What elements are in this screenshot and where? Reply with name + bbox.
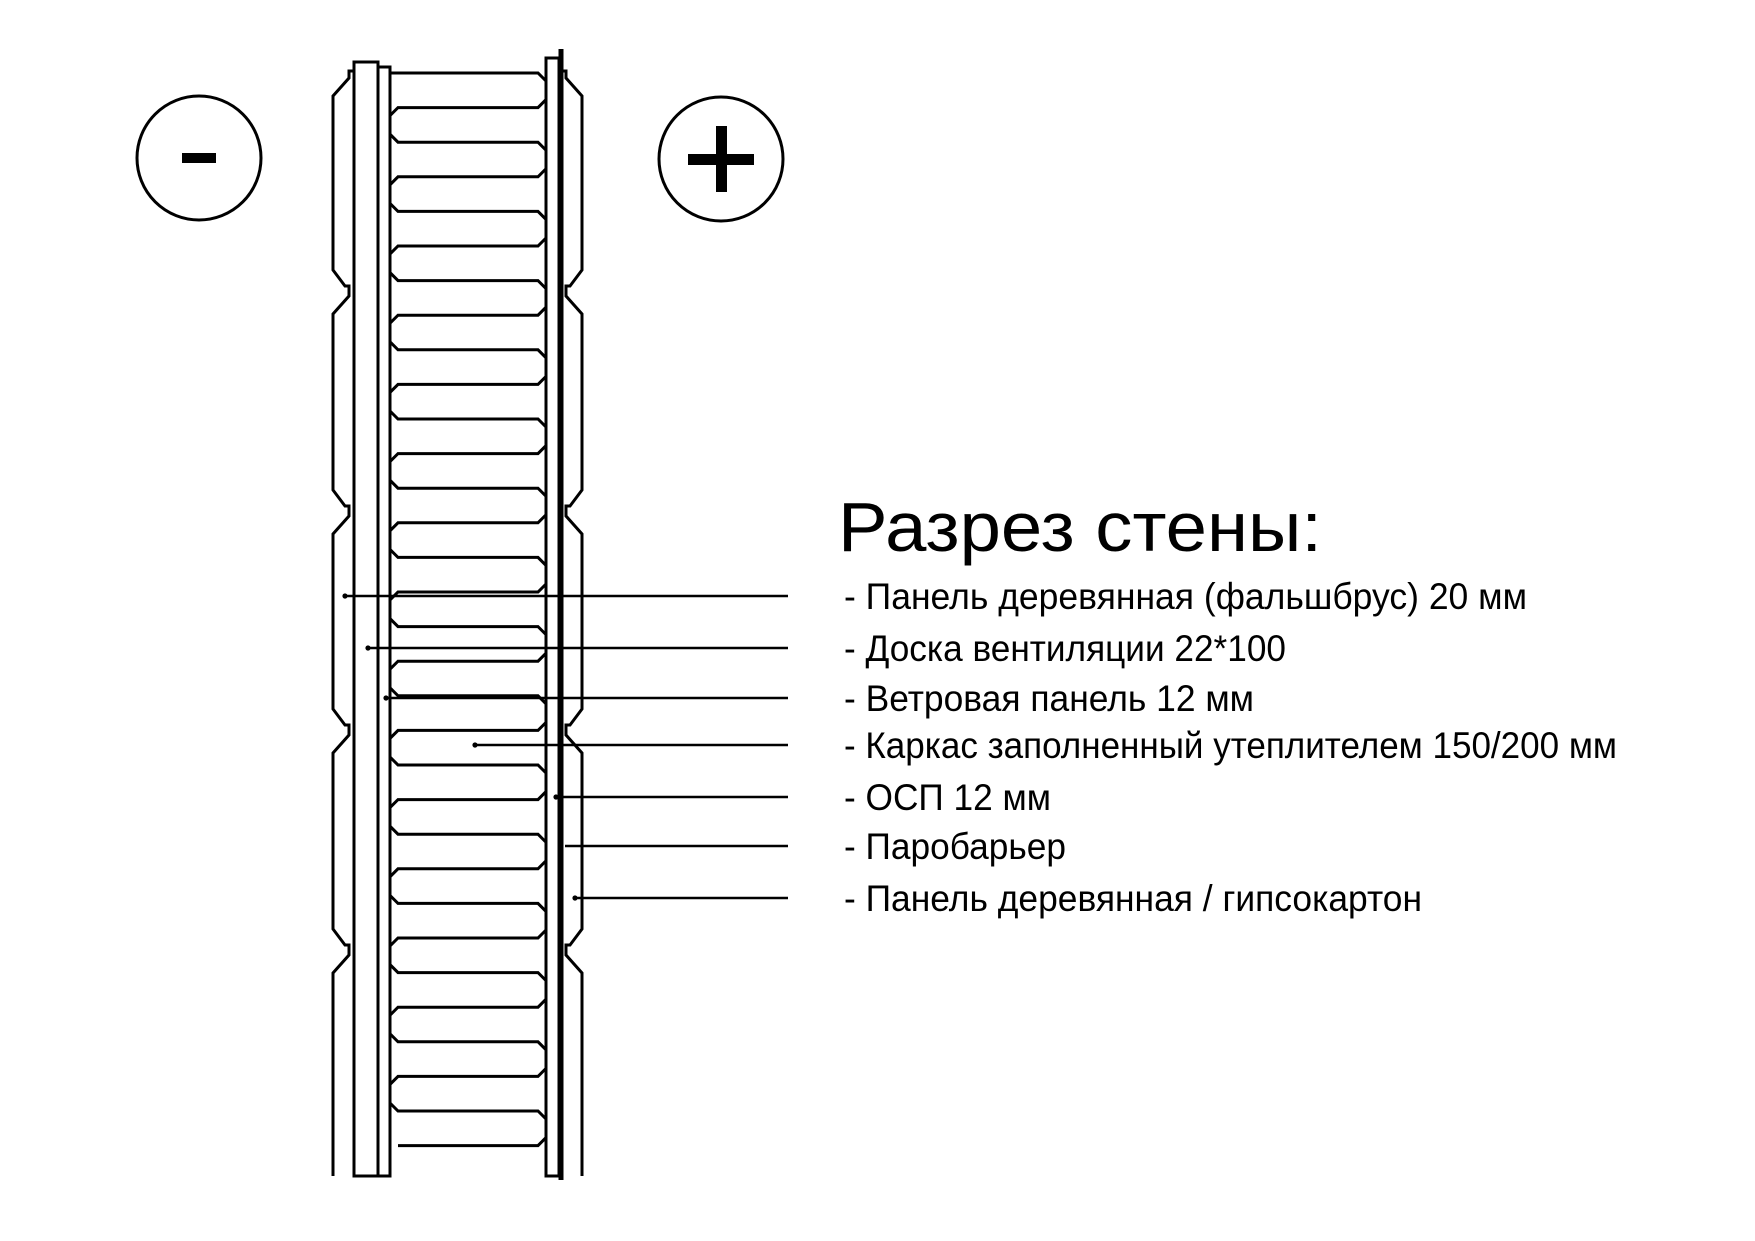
outside-symbol-text: - xyxy=(199,179,200,181)
legend-item-frame-insulation: - Каркас заполненный утеплителем 150/200… xyxy=(844,725,1617,766)
legend: Разрез стены: - Панель деревянная (фальш… xyxy=(838,488,1617,919)
inside-circle xyxy=(657,95,785,223)
inside-marker: + xyxy=(657,95,785,223)
leader-dot xyxy=(365,645,371,651)
legend-item-osb: - ОСП 12 мм xyxy=(844,777,1051,818)
legend-item-wind-panel: - Ветровая панель 12 мм xyxy=(844,678,1254,719)
outer-board xyxy=(331,731,351,951)
insulated-frame xyxy=(388,71,548,1148)
outer-cladding-boards xyxy=(331,69,354,1176)
legend-item-vapor-barrier: - Паробарьер xyxy=(844,826,1066,867)
minus-icon xyxy=(182,153,216,163)
leader-dot xyxy=(383,695,389,701)
outer-board xyxy=(331,292,351,512)
legend-item-inner-panel: - Панель деревянная / гипсокартон xyxy=(844,878,1422,919)
leader-dot xyxy=(572,895,578,901)
inner-cladding-boards xyxy=(561,69,584,1176)
outside-marker: - xyxy=(135,94,263,222)
inner-board xyxy=(564,731,584,951)
outer-board xyxy=(331,69,354,292)
osb-panel xyxy=(544,56,561,1178)
leader-lines xyxy=(342,593,788,901)
ventilation-board xyxy=(352,60,380,1178)
wall-section xyxy=(331,49,584,1180)
leader-dot xyxy=(472,742,478,748)
inner-board xyxy=(564,292,584,512)
legend-title: Разрез стены: xyxy=(838,488,1322,566)
plus-icon-v xyxy=(716,126,727,192)
legend-item-cladding: - Панель деревянная (фальшбрус) 20 мм xyxy=(844,576,1527,617)
legend-item-ventilation-board: - Доска вентиляции 22*100 xyxy=(844,628,1286,669)
wind-panel xyxy=(376,65,392,1178)
leader-dot xyxy=(342,593,348,599)
outer-board xyxy=(331,512,351,731)
inner-board xyxy=(564,951,584,1176)
inner-board xyxy=(564,512,584,731)
outer-board xyxy=(331,951,351,1176)
leader-dot xyxy=(553,794,559,800)
outside-circle xyxy=(135,94,263,222)
inner-board xyxy=(561,69,584,292)
